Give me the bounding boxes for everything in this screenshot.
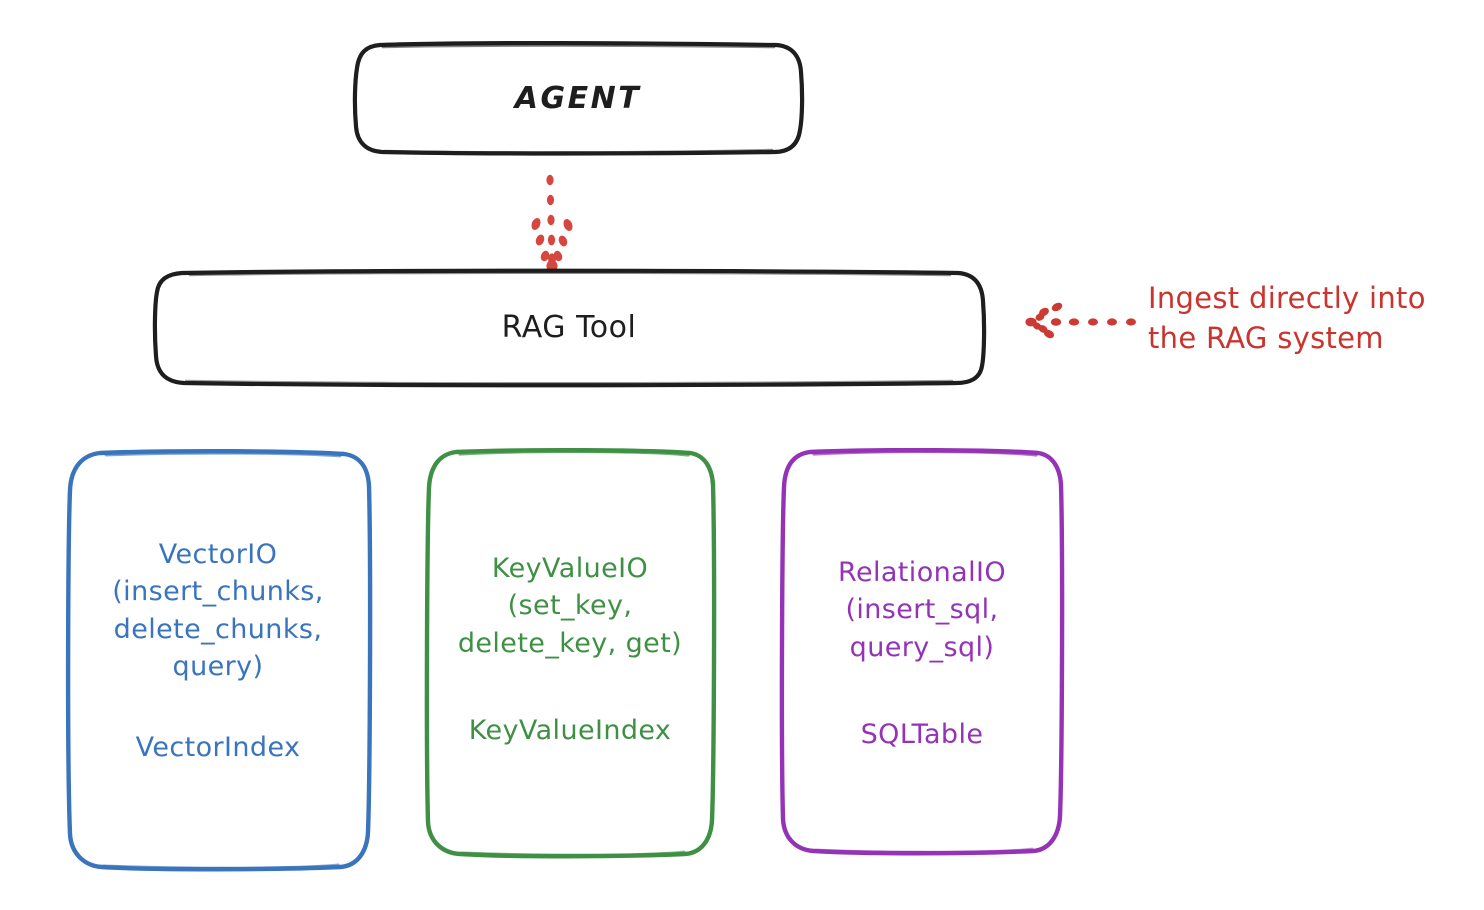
relational-io-node[interactable]: RelationalIO (insert_sql, query_sql) SQL… (782, 450, 1062, 852)
rag-tool-label-text: RAG Tool (501, 310, 637, 346)
key-value-io-index-label: KeyValueIndex (468, 714, 672, 746)
rag-tool-node-label[interactable]: RAG Tool (156, 272, 982, 384)
vector-io-api-label: VectorIO (insert_chunks, delete_chunks, … (112, 539, 324, 682)
agent-label-text: AGENT (514, 81, 642, 117)
key-value-io-api-label: KeyValueIO (set_key, delete_key, get) (457, 553, 683, 659)
relational-io-api-label: RelationalIO (insert_sql, query_sql) (838, 557, 1006, 663)
agent-to-ragtool-connector (531, 174, 573, 272)
relational-io-index-label: SQLTable (860, 718, 984, 750)
key-value-io-node[interactable]: KeyValueIO (set_key, delete_key, get) Ke… (426, 450, 714, 855)
ingest-to-ragtool-connector (1025, 302, 1136, 339)
agent-node-label[interactable]: AGENT (356, 44, 800, 154)
ingest-annotation-label: Ingest directly into the RAG system (1148, 281, 1426, 356)
vector-io-index-label: VectorIndex (135, 732, 301, 763)
vector-io-node[interactable]: VectorIO (insert_chunks, delete_chunks, … (68, 452, 368, 868)
